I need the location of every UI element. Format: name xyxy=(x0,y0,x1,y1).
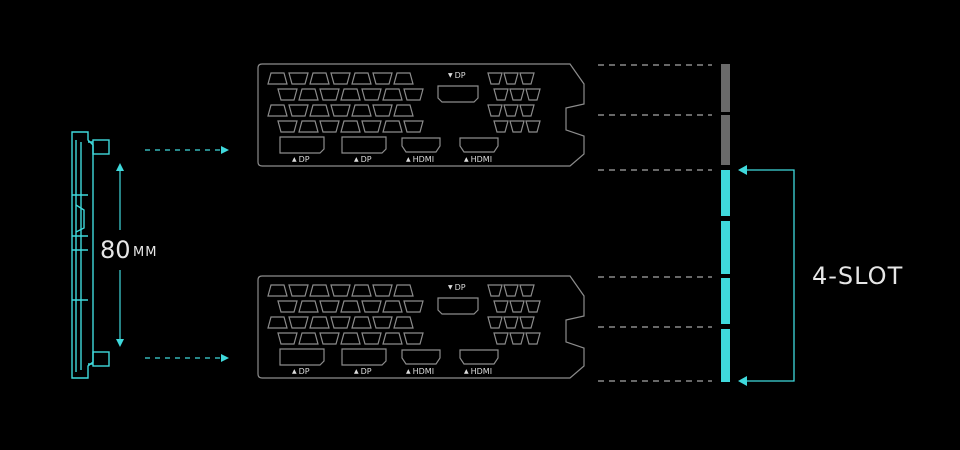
io-bracket-1 xyxy=(257,63,585,167)
cyan-dashed-arrows xyxy=(145,146,229,362)
port-label-text: DP xyxy=(360,155,372,164)
port-label: ▲DP xyxy=(354,155,372,164)
measure-value: 80 xyxy=(100,236,131,264)
port-label: ▲HDMI xyxy=(406,367,434,376)
port-hdmi-3 xyxy=(401,137,441,153)
measure-unit: MM xyxy=(133,245,158,260)
slot-used-1 xyxy=(721,170,730,216)
top-port-label-text: DP xyxy=(454,283,466,292)
card-side-profile xyxy=(71,131,110,379)
port-hdmi-4 xyxy=(459,349,499,365)
port-label-text: HDMI xyxy=(470,155,493,164)
port-dp-1 xyxy=(279,136,325,154)
four-slot-bracket-arrow xyxy=(738,165,795,386)
vent-grid xyxy=(267,284,541,345)
port-label-text: DP xyxy=(360,367,372,376)
port-label: ▲DP xyxy=(292,155,310,164)
arrow-up-icon: ▲ xyxy=(354,156,359,163)
slot-label: 4-SLOT xyxy=(812,262,904,290)
vent-grid xyxy=(267,72,541,133)
top-port-label-text: DP xyxy=(454,71,466,80)
arrow-up-icon: ▲ xyxy=(292,156,297,163)
port-hdmi-3 xyxy=(401,349,441,365)
top-port-label: ▼DP xyxy=(448,283,466,292)
arrow-up-icon: ▲ xyxy=(406,156,411,163)
slot-unused-1 xyxy=(721,64,730,112)
port-dp-2 xyxy=(341,136,387,154)
slot-used-3 xyxy=(721,278,730,324)
arrow-down-icon: ▼ xyxy=(448,72,453,79)
arrow-up-icon: ▲ xyxy=(292,368,297,375)
port-label-text: HDMI xyxy=(412,367,435,376)
port-label: ▲DP xyxy=(292,367,310,376)
arrow-down-icon: ▼ xyxy=(448,284,453,291)
port-label: ▲HDMI xyxy=(464,155,492,164)
top-port-label: ▼DP xyxy=(448,71,466,80)
io-bracket-2 xyxy=(257,275,585,379)
arrow-up-icon: ▲ xyxy=(406,368,411,375)
arrow-up-icon: ▲ xyxy=(464,368,469,375)
slot-used-2 xyxy=(721,221,730,274)
port-hdmi-4 xyxy=(459,137,499,153)
slot-used-4 xyxy=(721,329,730,382)
slot-unused-2 xyxy=(721,115,730,165)
arrow-up-icon: ▲ xyxy=(464,156,469,163)
port-label-text: HDMI xyxy=(470,367,493,376)
top-dp-port xyxy=(437,85,479,103)
port-dp-1 xyxy=(279,348,325,366)
port-label-text: DP xyxy=(298,155,310,164)
port-label: ▲HDMI xyxy=(464,367,492,376)
port-label-text: HDMI xyxy=(412,155,435,164)
top-dp-port xyxy=(437,297,479,315)
slot-bars xyxy=(721,64,730,382)
port-label-text: DP xyxy=(298,367,310,376)
arrow-up-icon: ▲ xyxy=(354,368,359,375)
dimension-80mm xyxy=(116,163,124,347)
port-dp-2 xyxy=(341,348,387,366)
port-label: ▲DP xyxy=(354,367,372,376)
slot-dashed-lines xyxy=(598,64,712,382)
port-label: ▲HDMI xyxy=(406,155,434,164)
